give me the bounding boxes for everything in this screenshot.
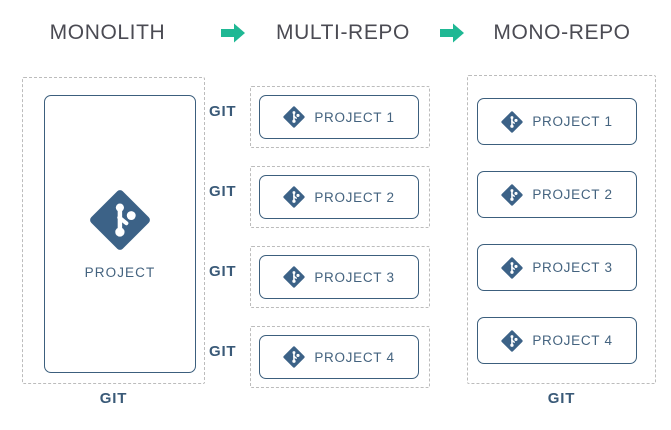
monorepo-project-card-1[interactable]: PROJECT 1	[477, 98, 637, 145]
multirepo-project-label-3: PROJECT 3	[314, 269, 395, 285]
multirepo-project-label-2: PROJECT 2	[314, 189, 395, 205]
git-logo-icon	[501, 183, 532, 206]
monorepo-project-label-3: PROJECT 3	[532, 260, 613, 275]
page-title-monorepo: MONO-REPO	[493, 21, 631, 44]
monolith-project-card[interactable]: PROJECT	[44, 95, 196, 373]
git-logo-icon	[283, 106, 314, 128]
multirepo-boundary-4	[250, 326, 430, 388]
git-logo-icon	[501, 110, 532, 133]
header-row: MONOLITH MULTI-REPO MONO-REPO	[0, 0, 671, 66]
multirepo-boundary-3	[250, 246, 430, 308]
monolith-repo-boundary	[22, 77, 205, 384]
monorepo-project-card-4[interactable]: PROJECT 4	[477, 317, 637, 364]
git-logo-icon	[501, 256, 532, 279]
multirepo-git-label-3: GIT	[209, 263, 237, 280]
multirepo-project-label-4: PROJECT 4	[314, 349, 395, 365]
header-cell-monorepo: MONO-REPO	[462, 0, 662, 66]
git-logo-icon	[501, 329, 532, 352]
monorepo-git-label: GIT	[547, 390, 576, 407]
monorepo-project-card-2[interactable]: PROJECT 2	[477, 171, 637, 218]
multirepo-project-card-3[interactable]: PROJECT 3	[259, 255, 419, 299]
header-cell-monolith: MONOLITH	[0, 0, 215, 66]
monolith-project-label: PROJECT	[84, 264, 156, 280]
git-logo-icon	[283, 186, 314, 208]
multirepo-project-card-1[interactable]: PROJECT 1	[259, 95, 419, 139]
monorepo-project-card-3[interactable]: PROJECT 3	[477, 244, 637, 291]
monorepo-project-label-2: PROJECT 2	[532, 187, 613, 202]
multirepo-git-label-4: GIT	[209, 343, 237, 360]
multirepo-project-label-1: PROJECT 1	[314, 109, 395, 125]
git-logo-icon	[283, 266, 314, 288]
git-logo-icon	[283, 346, 314, 368]
monorepo-repo-boundary	[467, 75, 656, 384]
arrow-right-icon-1	[205, 0, 261, 66]
multirepo-git-label-1: GIT	[209, 103, 237, 120]
header-cell-multirepo: MULTI-REPO	[243, 0, 443, 66]
multirepo-project-card-2[interactable]: PROJECT 2	[259, 175, 419, 219]
arrow-right-icon-2	[424, 0, 480, 66]
monolith-git-label: GIT	[99, 390, 128, 407]
page-title-monolith: MONOLITH	[49, 21, 166, 44]
multirepo-project-card-4[interactable]: PROJECT 4	[259, 335, 419, 379]
monorepo-project-label-1: PROJECT 1	[532, 114, 613, 129]
multirepo-git-label-2: GIT	[209, 183, 237, 200]
multirepo-boundary-2	[250, 166, 430, 228]
git-logo-icon	[89, 189, 151, 265]
multirepo-boundary-1	[250, 86, 430, 148]
monorepo-project-label-4: PROJECT 4	[532, 333, 613, 348]
page-title-multirepo: MULTI-REPO	[276, 21, 410, 44]
